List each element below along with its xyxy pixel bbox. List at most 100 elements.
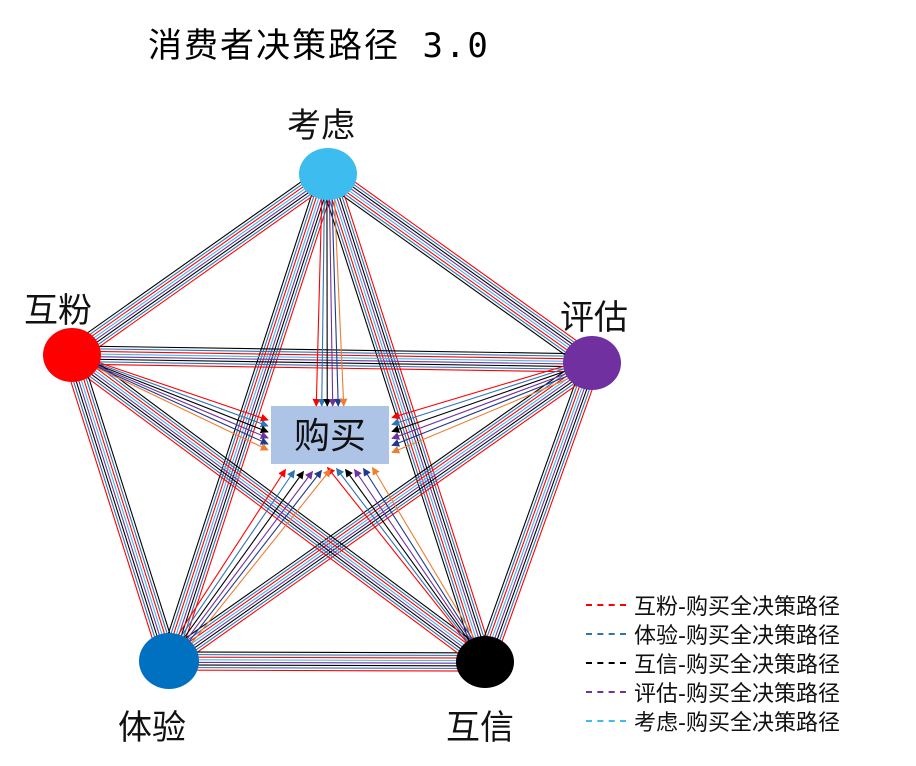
node-label-tiyan: 体验: [118, 708, 186, 748]
edge-line: [168, 664, 485, 667]
edge-line: [166, 359, 591, 659]
edge-line: [333, 171, 492, 661]
edge-line: [163, 355, 588, 655]
arrow-line: [372, 466, 491, 666]
arrow-line: [77, 358, 269, 451]
edge-line: [62, 357, 161, 664]
edge-line: [167, 173, 328, 661]
edge-line: [76, 180, 334, 363]
edge-line: [168, 661, 485, 664]
edge-line: [169, 659, 486, 662]
edge-line: [168, 669, 485, 672]
node-label-pinggu: 评估: [560, 298, 628, 338]
edge-line: [75, 178, 333, 361]
edge-line: [65, 356, 164, 664]
legend-label: 体验-购买全决策路径: [634, 623, 840, 649]
edge-line: [331, 168, 597, 359]
arrow-line: [345, 468, 485, 662]
node-label-huxin: 互信: [446, 708, 514, 748]
arrow-line: [174, 468, 331, 665]
arrow-line: [391, 365, 598, 454]
edge-line: [72, 354, 171, 661]
edge-line: [170, 365, 595, 665]
edge-line: [75, 353, 174, 660]
nodes: [43, 148, 621, 689]
arrow-line: [169, 470, 313, 663]
edge-line: [67, 168, 325, 351]
edge-line: [69, 357, 484, 666]
center-box: [271, 406, 389, 464]
arrow-line: [391, 364, 596, 447]
edge-line: [164, 172, 325, 660]
edge-line: [323, 175, 482, 664]
edge-line: [485, 363, 594, 663]
edge-line: [169, 651, 486, 654]
edge-line: [77, 352, 176, 660]
edge-line: [172, 175, 333, 663]
node-huxin: [456, 636, 514, 688]
edge-line: [70, 172, 328, 355]
edge-line: [66, 361, 480, 670]
edge-line: [69, 170, 327, 353]
arrow-line: [391, 361, 592, 433]
node-label-hufen: 互粉: [24, 291, 92, 331]
arrow-line: [68, 352, 269, 428]
node-pinggu: [563, 336, 621, 390]
arrow-line: [167, 470, 304, 661]
edge-line: [167, 361, 592, 661]
edge-line: [67, 359, 482, 668]
edge-line: [328, 172, 594, 363]
edge-line: [478, 360, 587, 660]
edge-line: [177, 176, 338, 664]
arrow-line: [312, 170, 324, 407]
arrow-line: [336, 467, 483, 661]
edge-line: [328, 173, 487, 662]
edge-line: [162, 171, 323, 660]
legend-swatch: [586, 661, 626, 664]
arrow-line: [327, 466, 480, 659]
edge-line: [483, 362, 592, 662]
legend-item: 互信-购买全决策路径: [586, 648, 840, 678]
edge-line: [173, 369, 598, 669]
edge-line: [164, 357, 589, 657]
arrow-line: [332, 177, 348, 407]
edge-line: [168, 666, 485, 670]
edge-line: [77, 347, 491, 656]
edge-line: [488, 364, 597, 664]
arrow-line: [317, 171, 326, 407]
arrow-line: [391, 358, 587, 420]
arrow-line: [328, 174, 337, 407]
arrow-line: [163, 468, 286, 658]
edge-line: [70, 355, 169, 662]
edge-line: [169, 653, 486, 657]
legend-label: 互信-购买全决策路径: [634, 652, 840, 678]
edge-line: [322, 180, 588, 371]
edge-line: [326, 174, 592, 365]
arrow-line: [75, 356, 269, 445]
edge-line: [325, 176, 591, 367]
edge-line: [66, 166, 324, 349]
edge-line: [80, 352, 179, 659]
legend-label: 评估-购买全决策路径: [634, 681, 840, 707]
arrow-line: [171, 469, 322, 664]
edge-line: [169, 363, 594, 663]
arrow-lines: [66, 170, 598, 666]
legend-swatch: [586, 603, 626, 606]
edge-line: [67, 356, 166, 663]
center-label: 购买: [294, 416, 366, 457]
node-kaolv: [299, 148, 357, 200]
arrow-line: [66, 350, 269, 422]
legend: 互粉-购买全决策路径 体验-购买全决策路径 互信-购买全决策路径 评估-购买全决…: [586, 590, 840, 736]
edge-line: [493, 365, 602, 666]
arrow-line: [70, 353, 269, 434]
edge-line: [329, 170, 595, 361]
edge-line: [72, 353, 487, 662]
legend-label: 互粉-购买全决策路径: [634, 594, 840, 620]
edge-line: [73, 176, 331, 359]
edge-line: [169, 174, 330, 662]
edge-line: [475, 359, 584, 660]
edge-line: [174, 175, 335, 664]
arrow-line: [354, 468, 487, 664]
edge-line: [73, 351, 488, 660]
